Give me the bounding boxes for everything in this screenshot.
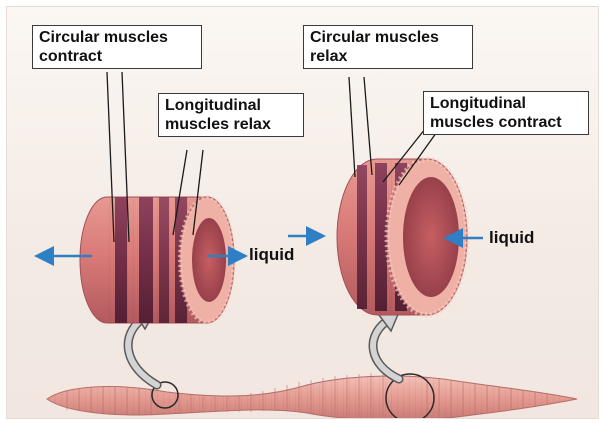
callout-line-1: Longitudinal <box>165 96 297 115</box>
curved-arrow-right <box>373 312 399 379</box>
callout-line-1: Longitudinal <box>430 94 582 113</box>
circular-band-2 <box>139 197 153 323</box>
circular-band-r2 <box>375 163 387 311</box>
liquid-label-right: liquid <box>489 228 534 248</box>
earthworm-body <box>47 373 577 418</box>
circular-band-3 <box>159 197 169 323</box>
callout-line-1: Circular muscles <box>310 28 466 47</box>
liquid-label-left: liquid <box>249 245 294 265</box>
callout-longitudinal-relax: Longitudinal muscles relax <box>158 93 304 137</box>
callout-line-2: relax <box>310 47 466 66</box>
callout-line-2: muscles contract <box>430 113 582 132</box>
callout-line-2: muscles relax <box>165 115 297 134</box>
callout-line-1: Circular muscles <box>39 28 195 47</box>
callout-circular-relax: Circular muscles relax <box>303 25 473 69</box>
callout-longitudinal-contract: Longitudinal muscles contract <box>423 91 589 135</box>
segment-right-thick <box>337 159 467 315</box>
callout-circular-contract: Circular muscles contract <box>32 25 202 69</box>
figure-panel: Circular muscles contract Longitudinal m… <box>6 6 599 419</box>
callout-line-2: contract <box>39 47 195 66</box>
segment-left-elongated <box>80 197 234 323</box>
circular-band-r1 <box>357 165 367 309</box>
